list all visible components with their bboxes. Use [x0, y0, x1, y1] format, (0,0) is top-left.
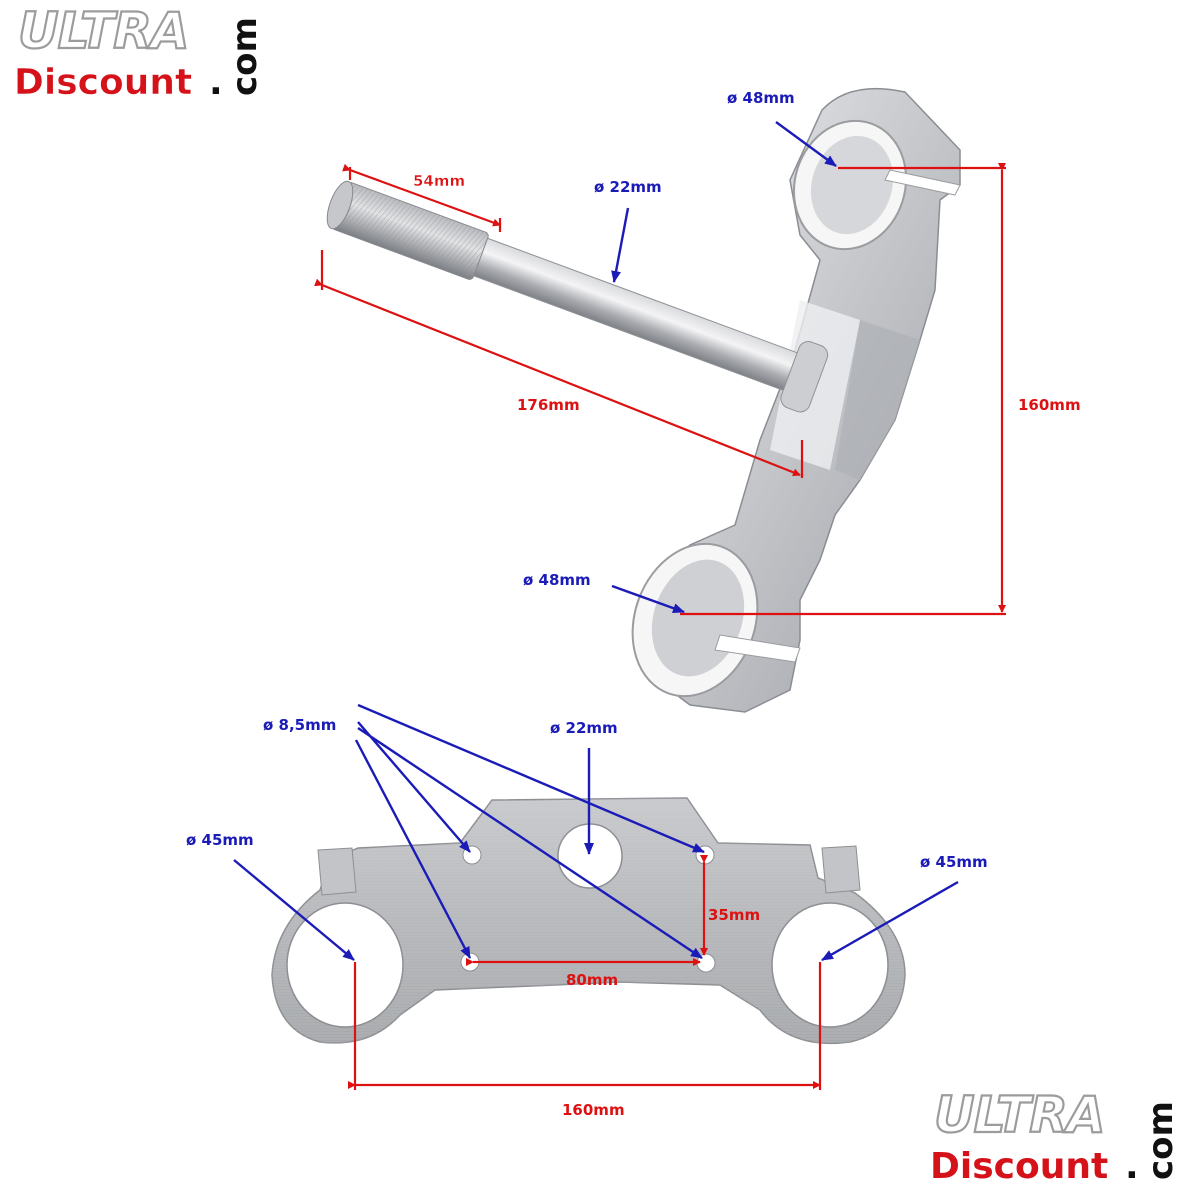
brand-logo-bottom: ULTRA Discount . com — [930, 1085, 1181, 1187]
label-stem-diameter: ø 22mm — [594, 178, 662, 196]
label-right-fork-bore: ø 45mm — [920, 853, 988, 871]
dim-line-thread-length — [342, 163, 501, 227]
leader-bolt-hole-3 — [357, 727, 703, 959]
lower-dimension-lines — [348, 855, 822, 1090]
leader-top-fork-bore — [775, 121, 837, 167]
dim-line-stem-length — [314, 278, 801, 477]
leader-bolt-hole-1 — [357, 703, 705, 854]
logo-dot-text: . — [209, 62, 223, 103]
lower-plate-illustration — [271, 797, 906, 1045]
upper-dimension-lines — [314, 163, 1006, 616]
label-hole-spacing-vertical: 35mm — [708, 906, 760, 924]
dimension-labels: 54mm ø 22mm 176mm 160mm ø 48mm ø 48mm ø … — [186, 89, 1081, 1119]
logo-discount-text-bottom: Discount — [930, 1146, 1108, 1187]
logo-dot-text-bottom: . — [1125, 1146, 1139, 1187]
label-fork-distance-lower: 160mm — [562, 1101, 625, 1119]
logo-com-text-bottom: com — [1141, 1101, 1181, 1180]
leader-bottom-fork-bore — [611, 584, 685, 614]
logo-discount-text: Discount — [14, 62, 192, 103]
left-fork-bore — [286, 902, 404, 1028]
leader-stem-diameter — [611, 207, 630, 283]
logo-ultra-text: ULTRA — [18, 2, 189, 60]
leader-left-fork-bore — [233, 859, 355, 961]
label-top-fork-bore: ø 48mm — [727, 89, 795, 107]
label-bottom-fork-bore: ø 48mm — [523, 571, 591, 589]
leader-right-fork-bore — [821, 880, 959, 962]
right-fork-bore — [771, 902, 889, 1028]
label-center-hole: ø 22mm — [550, 719, 618, 737]
leader-bolt-hole-4 — [354, 739, 472, 959]
leader-arrows — [233, 121, 959, 962]
label-hole-spacing-horizontal: 80mm — [566, 971, 618, 989]
stem-shaft — [468, 235, 808, 395]
label-bolt-holes: ø 8,5mm — [263, 716, 336, 734]
leader-bolt-hole-2 — [357, 721, 471, 853]
logo-com-text: com — [225, 17, 265, 96]
logo-ultra-text-bottom: ULTRA — [934, 1086, 1105, 1144]
label-stem-length: 176mm — [517, 396, 580, 414]
label-thread-length: 54mm — [413, 172, 465, 190]
label-fork-distance-upper: 160mm — [1018, 396, 1081, 414]
label-left-fork-bore: ø 45mm — [186, 831, 254, 849]
brand-logo-top: ULTRA Discount . com — [14, 1, 265, 103]
steering-stem-illustration — [326, 180, 829, 413]
